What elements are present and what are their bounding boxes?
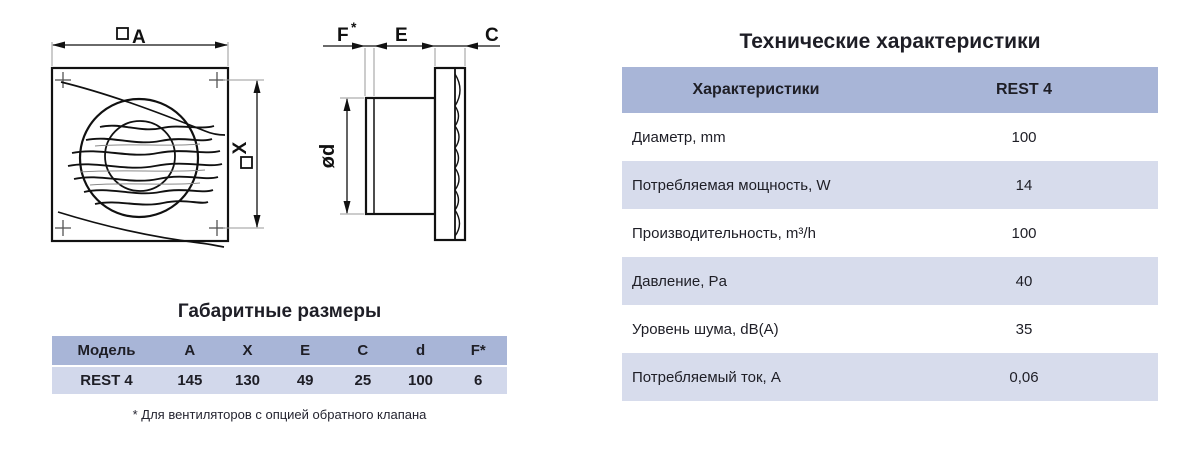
footnote: * Для вентиляторов с опцией обратного кл… xyxy=(132,407,427,422)
arrowhead-left-icon xyxy=(52,41,65,49)
arrowhead-right-icon xyxy=(422,42,435,50)
model-name: REST 4 xyxy=(80,372,133,389)
column-header-x: X xyxy=(242,342,253,359)
fan-technical-drawing: A xyxy=(50,19,500,248)
dimensions-table-data-row: REST 4 145 130 49 25 100 6 xyxy=(52,367,507,394)
dim-e-label: E xyxy=(395,25,408,46)
panel-louver-wave xyxy=(454,73,461,237)
fan-outer-circle xyxy=(78,97,200,219)
spec-value: 0,06 xyxy=(1009,368,1039,386)
dimensions-table-header-row: Модель A X E C d F* xyxy=(52,336,507,365)
specs-header-row: Характеристики REST 4 xyxy=(622,67,1158,113)
arrowhead-down-icon xyxy=(343,201,351,214)
dim-d-label: ød xyxy=(317,144,339,168)
spec-row-diameter: Диаметр, mm 100 xyxy=(622,113,1158,161)
value-a: 145 xyxy=(177,372,203,389)
arrowhead-right-icon xyxy=(352,42,365,50)
spec-value: 35 xyxy=(1015,320,1033,338)
spec-value: 40 xyxy=(1015,272,1033,290)
dim-c-label: C xyxy=(485,25,499,46)
spec-label: Потребляемая мощность, W xyxy=(632,176,831,194)
dimensions-table-block: Габаритные размеры Модель A X E C d F* R… xyxy=(52,302,507,422)
spec-value: 14 xyxy=(1015,176,1033,194)
column-header-d: d xyxy=(415,342,426,359)
column-header-e: E xyxy=(300,342,311,359)
spec-row-power: Потребляемая мощность, W 14 xyxy=(622,161,1158,209)
dim-f-label: F xyxy=(337,25,349,46)
dimensions-table-title: Габаритные размеры xyxy=(177,301,382,322)
spec-row-pressure: Давление, Pa 40 xyxy=(622,257,1158,305)
front-view: A xyxy=(50,27,264,248)
spec-value: 100 xyxy=(1011,224,1037,242)
spec-row-airflow: Производительность, m³/h 100 xyxy=(622,209,1158,257)
square-symbol-icon xyxy=(240,156,253,169)
dim-a-label: A xyxy=(132,27,146,48)
arrowhead-up-icon xyxy=(253,80,261,93)
specs-table-block: Технические характеристики Характеристик… xyxy=(622,31,1158,401)
column-header-c: C xyxy=(357,342,369,359)
value-e: 49 xyxy=(296,372,314,389)
value-f: 6 xyxy=(474,372,483,389)
fan-inner-circle xyxy=(104,120,176,192)
specs-header-label: Характеристики xyxy=(692,81,820,98)
specs-header-value: REST 4 xyxy=(995,81,1052,98)
value-c: 25 xyxy=(354,372,372,389)
arrowhead-left-icon xyxy=(465,42,478,50)
specs-table-title: Технические характеристики xyxy=(739,30,1041,53)
arrowhead-down-icon xyxy=(253,215,261,228)
arrowhead-left-icon xyxy=(374,42,387,50)
front-wave-pattern-light xyxy=(79,143,206,186)
value-d: 100 xyxy=(408,372,434,389)
dim-x-label: X xyxy=(230,141,251,154)
side-view: F * E C ød xyxy=(317,19,500,242)
spec-row-noise: Уровень шума, dB(A) 35 xyxy=(622,305,1158,353)
square-symbol-icon xyxy=(116,27,129,40)
spec-label: Производительность, m³/h xyxy=(632,224,816,242)
spec-row-current: Потребляемый ток, A 0,06 xyxy=(622,353,1158,401)
column-header-a: A xyxy=(184,342,196,359)
value-x: 130 xyxy=(234,372,261,389)
duct-body xyxy=(364,96,437,216)
extension-lines xyxy=(364,48,466,96)
dim-f-star: * xyxy=(351,19,357,35)
column-header-model: Модель xyxy=(77,342,136,359)
panel-side xyxy=(433,66,467,242)
spec-label: Диаметр, mm xyxy=(632,128,726,146)
mounting-cross-icons xyxy=(55,72,225,236)
arrowhead-right-icon xyxy=(215,41,228,49)
front-long-curves xyxy=(57,81,226,248)
arrowhead-up-icon xyxy=(343,98,351,111)
spec-label: Давление, Pa xyxy=(632,272,727,290)
spec-value: 100 xyxy=(1011,128,1037,146)
column-header-f: F* xyxy=(470,342,486,359)
spec-label: Потребляемый ток, A xyxy=(632,368,781,386)
front-wave-pattern xyxy=(67,124,223,206)
spec-label: Уровень шума, dB(A) xyxy=(632,320,779,338)
